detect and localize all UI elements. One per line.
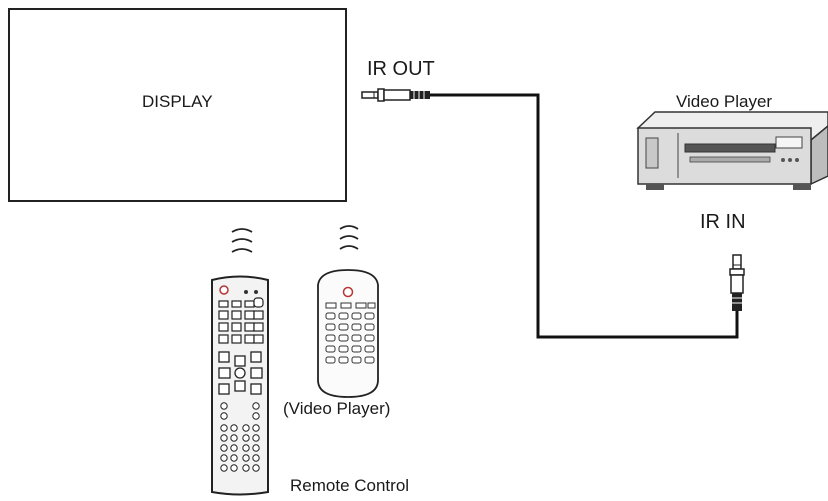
video-player-remote-icon — [317, 269, 379, 398]
video-player-icon — [636, 111, 828, 190]
ir-in-jack-icon — [729, 254, 745, 311]
display-label: DISPLAY — [142, 92, 213, 111]
ir-out-label: IR OUT — [367, 58, 435, 80]
remote-control-icon — [211, 275, 269, 496]
display-monitor — [8, 8, 347, 202]
ir-cable — [430, 93, 739, 339]
remote-control-label: Remote Control — [290, 476, 410, 495]
ir-out-jack-icon — [361, 88, 430, 102]
ir-signal-waves-icon — [339, 225, 359, 250]
video-player-remote-label: (Video Player) — [283, 399, 391, 418]
ir-in-label: IR IN — [700, 211, 746, 233]
video-player-label: Video Player — [676, 92, 773, 111]
ir-signal-waves-icon — [231, 228, 253, 253]
